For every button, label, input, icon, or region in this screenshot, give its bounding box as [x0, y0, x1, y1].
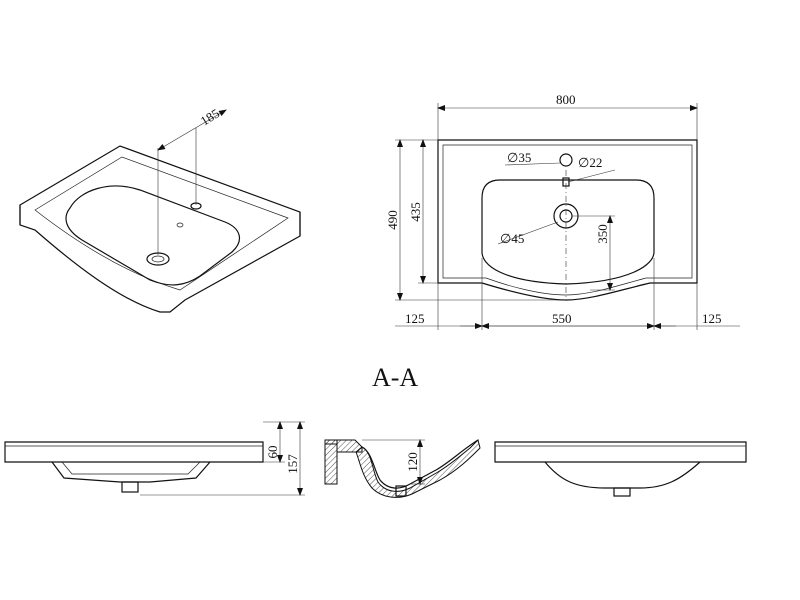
dim-550: 550 — [552, 311, 572, 326]
diameter-symbol-45: ∅ — [500, 231, 511, 246]
plan-outline — [437, 139, 698, 301]
section-bowl-shell — [355, 439, 481, 498]
iso-bowl — [65, 185, 241, 286]
dim-60: 60 — [265, 446, 280, 459]
section-back-wall — [324, 439, 338, 485]
dim-435: 435 — [408, 202, 423, 222]
front-bowl-inner — [61, 461, 201, 475]
label-45: ∅45 — [500, 231, 524, 246]
value-45: 45 — [511, 231, 524, 246]
iso-dim-line — [157, 109, 227, 151]
plan-view: 800 490 435 350 125 550 125 ∅35 — [385, 92, 740, 330]
dim-490: 490 — [385, 210, 400, 230]
side-bowl-body — [544, 461, 701, 489]
label-22: ∅22 — [578, 155, 602, 170]
iso-dim-185: 185 — [198, 105, 222, 128]
label-35: ∅35 — [507, 150, 531, 165]
section-label: A-A — [372, 363, 418, 392]
side-elevation — [494, 441, 747, 497]
side-drain — [613, 487, 631, 497]
leader-22 — [567, 169, 616, 183]
dim-120: 120 — [405, 452, 420, 472]
plan-tap-hole — [559, 153, 573, 167]
section-drain — [395, 485, 407, 497]
plan-rim — [442, 144, 693, 296]
leader-35 — [504, 162, 561, 166]
dim-800: 800 — [556, 92, 576, 107]
isometric-view: 185 — [19, 105, 301, 313]
front-bowl-body — [51, 461, 211, 483]
diameter-symbol-22: ∅ — [578, 155, 589, 170]
side-top-slab — [494, 441, 747, 463]
iso-top-outline — [19, 145, 301, 313]
dim-125-right: 125 — [702, 311, 722, 326]
iso-inner-rim — [34, 156, 289, 291]
value-35: 35 — [518, 150, 531, 165]
iso-front-edge — [19, 205, 301, 236]
front-top-slab — [4, 441, 264, 463]
diameter-symbol-35: ∅ — [507, 150, 518, 165]
section-top-rim — [324, 439, 363, 453]
leader-45 — [497, 221, 559, 245]
front-elevation: 60 157 — [4, 421, 305, 496]
front-drain — [121, 481, 139, 493]
dim-157: 157 — [285, 454, 300, 474]
iso-overflow — [176, 222, 184, 228]
section-view: 120 — [324, 439, 481, 498]
iso-drain-inner — [151, 255, 165, 263]
dim-125-left: 125 — [405, 311, 425, 326]
value-22: 22 — [589, 155, 602, 170]
dim-350: 350 — [595, 224, 610, 244]
